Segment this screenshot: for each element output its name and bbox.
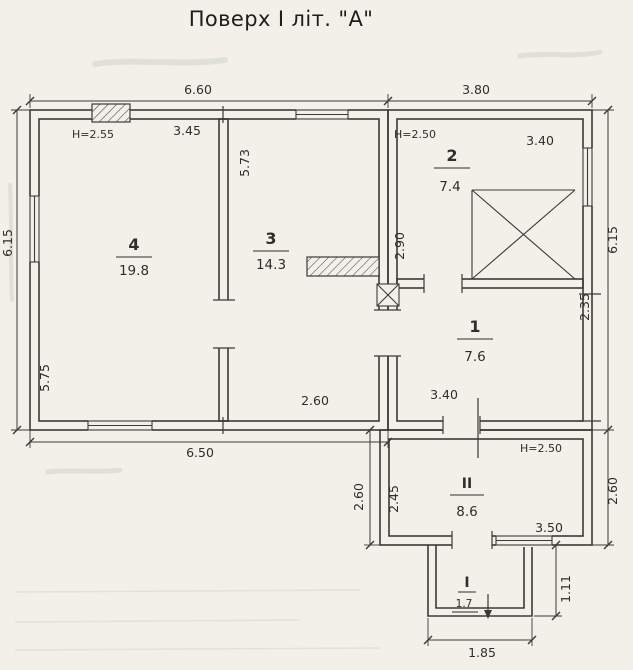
room4-height-label: H=2.55: [72, 128, 114, 141]
dim-right-upper: 6.15: [605, 226, 620, 254]
dim-top-left: 6.60: [184, 82, 212, 97]
dim-right-lower: 2.60: [605, 477, 620, 505]
dim-porch-bottom: 1.85: [468, 645, 496, 660]
flue-box: [376, 283, 400, 307]
porch-inner-wall: [435, 545, 525, 609]
right-block-inner-wall: [396, 118, 584, 422]
chimney-hatch: [91, 103, 131, 123]
labels: Поверх І літ. "А" 6.60 3.80 6.15 6.15 2.…: [0, 7, 620, 660]
dimension-lines: [11, 94, 614, 646]
dim-veranda-left-outer: 2.60: [351, 483, 366, 511]
veranda-number: II: [462, 476, 472, 492]
room2-area: 7.4: [439, 179, 460, 195]
porch-number: I: [464, 575, 469, 591]
room1-number: 1: [469, 317, 480, 336]
dim-room3-top: 5.73: [237, 149, 252, 177]
room2-height-label: H=2.50: [394, 128, 436, 141]
dim-room4-top: 3.45: [173, 123, 201, 138]
dim-room2-left: 2.90: [392, 232, 407, 260]
dim-room4-left: 5.75: [37, 364, 52, 392]
room4-area: 19.8: [119, 263, 149, 279]
room2-number: 2: [446, 146, 457, 165]
plan-symbols: [91, 103, 601, 619]
windows: [28, 108, 594, 547]
room3-area: 14.3: [256, 257, 286, 273]
dim-bottom: 6.50: [186, 445, 214, 460]
room4-number: 4: [128, 235, 139, 254]
veranda-height-label: H=2.50: [520, 442, 562, 455]
scan-artifacts: [8, 49, 603, 651]
dim-room2-top: 3.40: [526, 133, 554, 148]
sill-hatch: [306, 256, 380, 277]
dim-left: 6.15: [0, 229, 15, 257]
dim-veranda-left-inner: 2.45: [386, 485, 401, 513]
door-openings: [213, 274, 493, 549]
dim-top-right: 3.80: [462, 82, 490, 97]
veranda-area: 8.6: [456, 504, 477, 520]
porch-area: 1.7: [456, 598, 473, 610]
porch-outer-wall: [427, 545, 533, 617]
room1-area: 7.6: [464, 349, 485, 365]
dim-porch-right: 1.11: [558, 575, 573, 603]
entrance-arrow: [484, 594, 492, 619]
dim-room1-bottom: 3.40: [430, 387, 458, 402]
plan-title: Поверх І літ. "А": [189, 7, 374, 31]
dim-veranda-bottom: 3.50: [535, 520, 563, 535]
room3-number: 3: [265, 229, 276, 248]
dim-room3-bottom: 2.60: [301, 393, 329, 408]
dim-room1-right: 2.35: [577, 293, 592, 321]
stairs-symbol: [471, 189, 576, 280]
